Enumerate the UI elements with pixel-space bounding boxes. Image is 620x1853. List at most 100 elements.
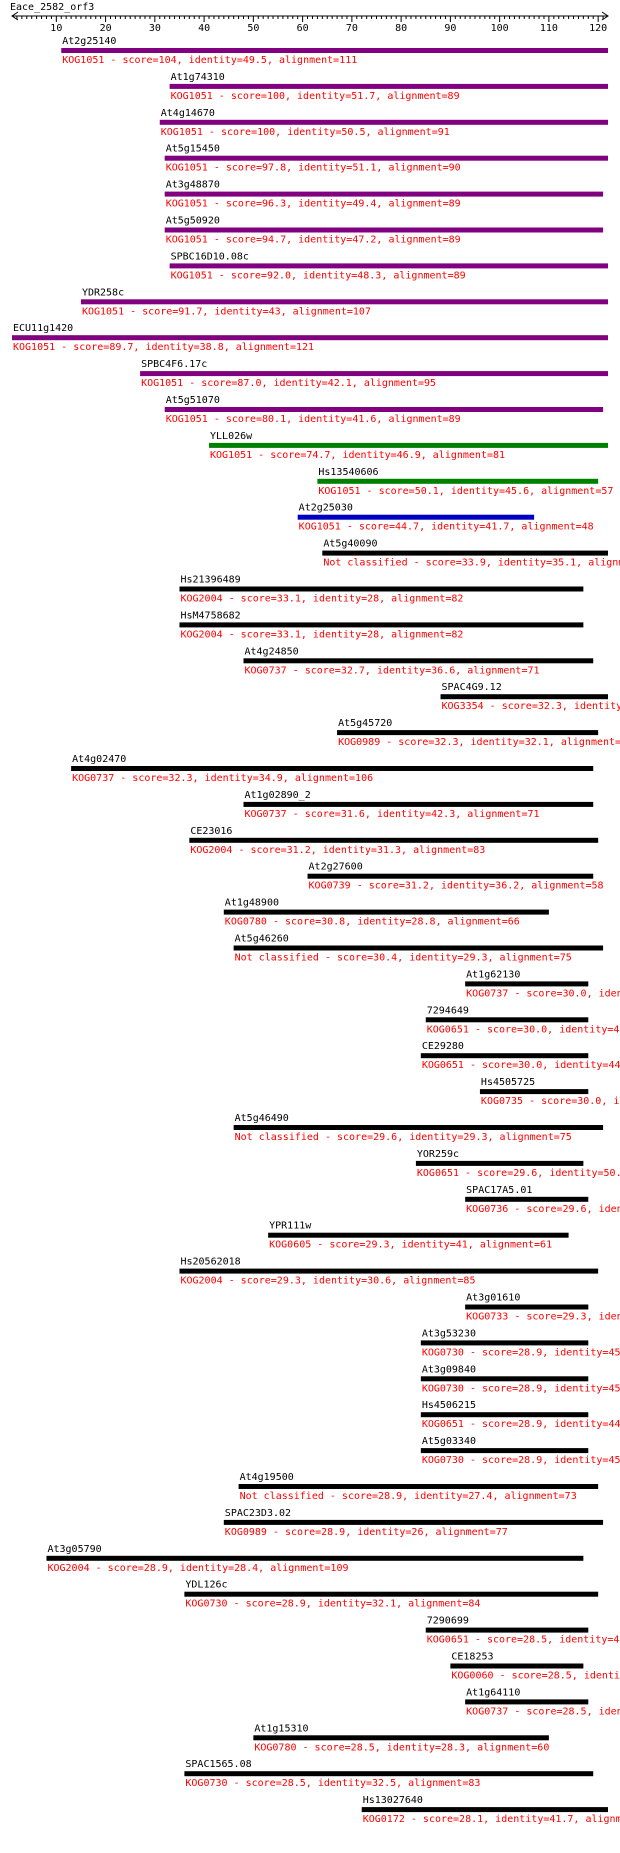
- hit-description: KOG0733 - score=29.3, identity=44.0, ali…: [466, 1312, 620, 1323]
- hit-bar: [322, 550, 608, 556]
- hit-bar: [179, 622, 584, 628]
- hit-description: KOG0651 - score=29.6, identity=50.0, ali…: [417, 1168, 620, 1179]
- hit-name: At3g05790: [47, 1544, 101, 1555]
- hit-name: 7294649: [427, 1005, 469, 1016]
- hit-name: At4g24850: [245, 646, 299, 657]
- hit-bar: [233, 1125, 604, 1130]
- hit-description: KOG0651 - score=30.0, identity=44.0, ali…: [422, 1060, 620, 1071]
- hit-bar: [243, 801, 594, 807]
- hit-name: CE29280: [422, 1041, 464, 1052]
- hit-description: KOG1051 - score=74.7, identity=46.9, ali…: [210, 450, 505, 461]
- x-tick-label: 80: [395, 23, 407, 34]
- hit-bar: [179, 1268, 599, 1274]
- hit-description: KOG0651 - score=28.9, identity=44.0, ali…: [422, 1419, 620, 1430]
- hit-description: KOG1051 - score=91.7, identity=43, align…: [82, 306, 371, 317]
- x-axis-arrow-left: [11, 11, 19, 21]
- x-tick-label: 30: [149, 23, 161, 34]
- hit-name: At1g62130: [466, 969, 520, 980]
- x-tick-label: 90: [444, 23, 456, 34]
- hit-description: KOG2004 - score=33.1, identity=28, align…: [180, 594, 463, 605]
- hit-bar: [307, 873, 594, 879]
- hit-description: KOG1051 - score=92.0, identity=48.3, ali…: [171, 270, 466, 281]
- hit-name: SPAC17A5.01: [466, 1185, 532, 1196]
- hit-bar: [223, 1519, 604, 1525]
- hit-description: KOG0737 - score=32.3, identity=34.9, ali…: [72, 773, 373, 784]
- hit-description: KOG0737 - score=30.0, identity=40.0, ali…: [466, 988, 620, 999]
- hit-name: Hs4506215: [422, 1400, 476, 1411]
- hit-name: At1g02890_2: [245, 790, 311, 801]
- hit-bar: [233, 945, 604, 951]
- hit-name: YDR258c: [82, 287, 124, 298]
- hit-description: KOG0730 - score=28.9, identity=45.0, ali…: [422, 1455, 620, 1466]
- hit-description: KOG0172 - score=28.1, identity=41.7, ali…: [363, 1814, 620, 1825]
- hit-bar: [209, 442, 609, 448]
- hit-name: At5g40090: [323, 539, 377, 550]
- x-tick-label: 120: [589, 23, 607, 34]
- hit-bar: [159, 119, 608, 125]
- hit-bar: [164, 227, 604, 233]
- hit-bar: [420, 1448, 589, 1454]
- hit-description: KOG1051 - score=97.8, identity=51.1, ali…: [166, 163, 461, 174]
- hit-bar: [140, 371, 609, 377]
- hit-description: Not classified - score=29.6, identity=29…: [235, 1132, 572, 1143]
- hit-name: At4g14670: [161, 108, 215, 119]
- hit-name: At2g25030: [299, 503, 353, 514]
- hit-bar: [71, 766, 594, 771]
- hit-description: KOG0737 - score=32.7, identity=36.6, ali…: [245, 665, 540, 676]
- hit-name: At5g51070: [166, 395, 220, 406]
- hit-bar: [317, 478, 599, 484]
- hit-description: KOG2004 - score=31.2, identity=31.3, ali…: [190, 845, 485, 856]
- hit-bar: [61, 48, 608, 53]
- hit-bar: [243, 658, 594, 664]
- hit-description: KOG3354 - score=32.3, identity=35.2, ali…: [442, 701, 620, 712]
- hit-name: At5g15450: [166, 144, 220, 155]
- hit-bar: [164, 155, 608, 161]
- hit-name: At3g09840: [422, 1364, 476, 1375]
- hit-name: At3g53230: [422, 1328, 476, 1339]
- hit-name: Hs13027640: [363, 1795, 423, 1806]
- hit-description: KOG2004 - score=28.9, identity=28.4, ali…: [47, 1563, 348, 1574]
- hit-bar: [420, 1412, 589, 1418]
- hit-description: KOG0605 - score=29.3, identity=41, align…: [269, 1240, 552, 1251]
- hit-name: ECU11g1420: [13, 323, 73, 334]
- hit-description: KOG0730 - score=28.9, identity=45.0, ali…: [422, 1347, 620, 1358]
- hit-name: YLL026w: [210, 431, 253, 442]
- hit-name: At5g45720: [338, 718, 392, 729]
- hit-name: At1g64110: [466, 1687, 520, 1698]
- hit-bar: [465, 1196, 589, 1202]
- hit-bar: [12, 335, 608, 341]
- hit-name: SPBC4F6.17c: [141, 359, 207, 370]
- hit-bar: [415, 1160, 584, 1166]
- hit-description: KOG0730 - score=28.5, identity=32.5, ali…: [185, 1778, 480, 1789]
- hit-description: KOG0736 - score=29.6, identity=40.0, ali…: [466, 1204, 620, 1215]
- hit-description: KOG0780 - score=30.8, identity=28.8, ali…: [225, 917, 520, 928]
- hit-name: Hs20562018: [180, 1257, 240, 1268]
- x-tick-label: 60: [297, 23, 309, 34]
- hit-description: KOG0651 - score=28.5, identity=44.0, ali…: [427, 1635, 620, 1646]
- hit-bar: [268, 1232, 569, 1238]
- hit-bar: [420, 1376, 589, 1382]
